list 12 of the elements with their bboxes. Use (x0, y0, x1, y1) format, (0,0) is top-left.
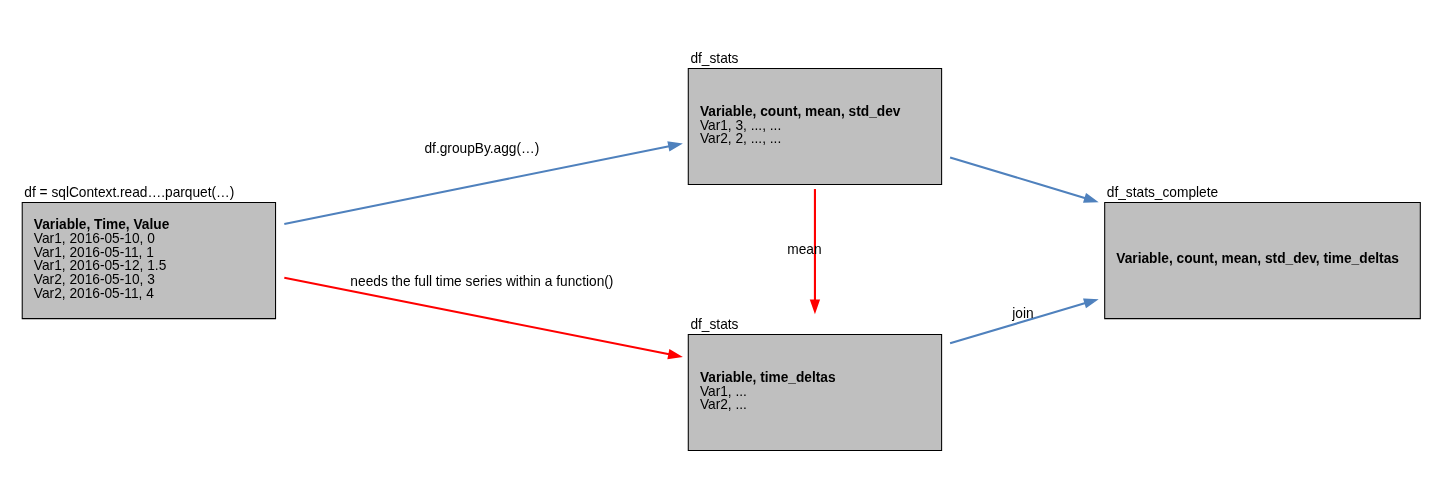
node-label: df_stats_complete (1106, 184, 1218, 200)
edge-label: join (1011, 305, 1034, 321)
node-label: df_stats (689, 316, 738, 332)
arrow (949, 297, 1099, 344)
edge-label: df.groupBy.agg(…) (423, 140, 539, 156)
edge-label: needs the full time series within a function() (349, 273, 613, 289)
arrow (809, 188, 820, 314)
arrow (949, 155, 1099, 203)
arrow (283, 276, 683, 359)
node-label: df = sqlContext.read….parquet(…) (23, 184, 234, 200)
arrow (283, 140, 683, 225)
node-label: df_stats (689, 50, 738, 66)
